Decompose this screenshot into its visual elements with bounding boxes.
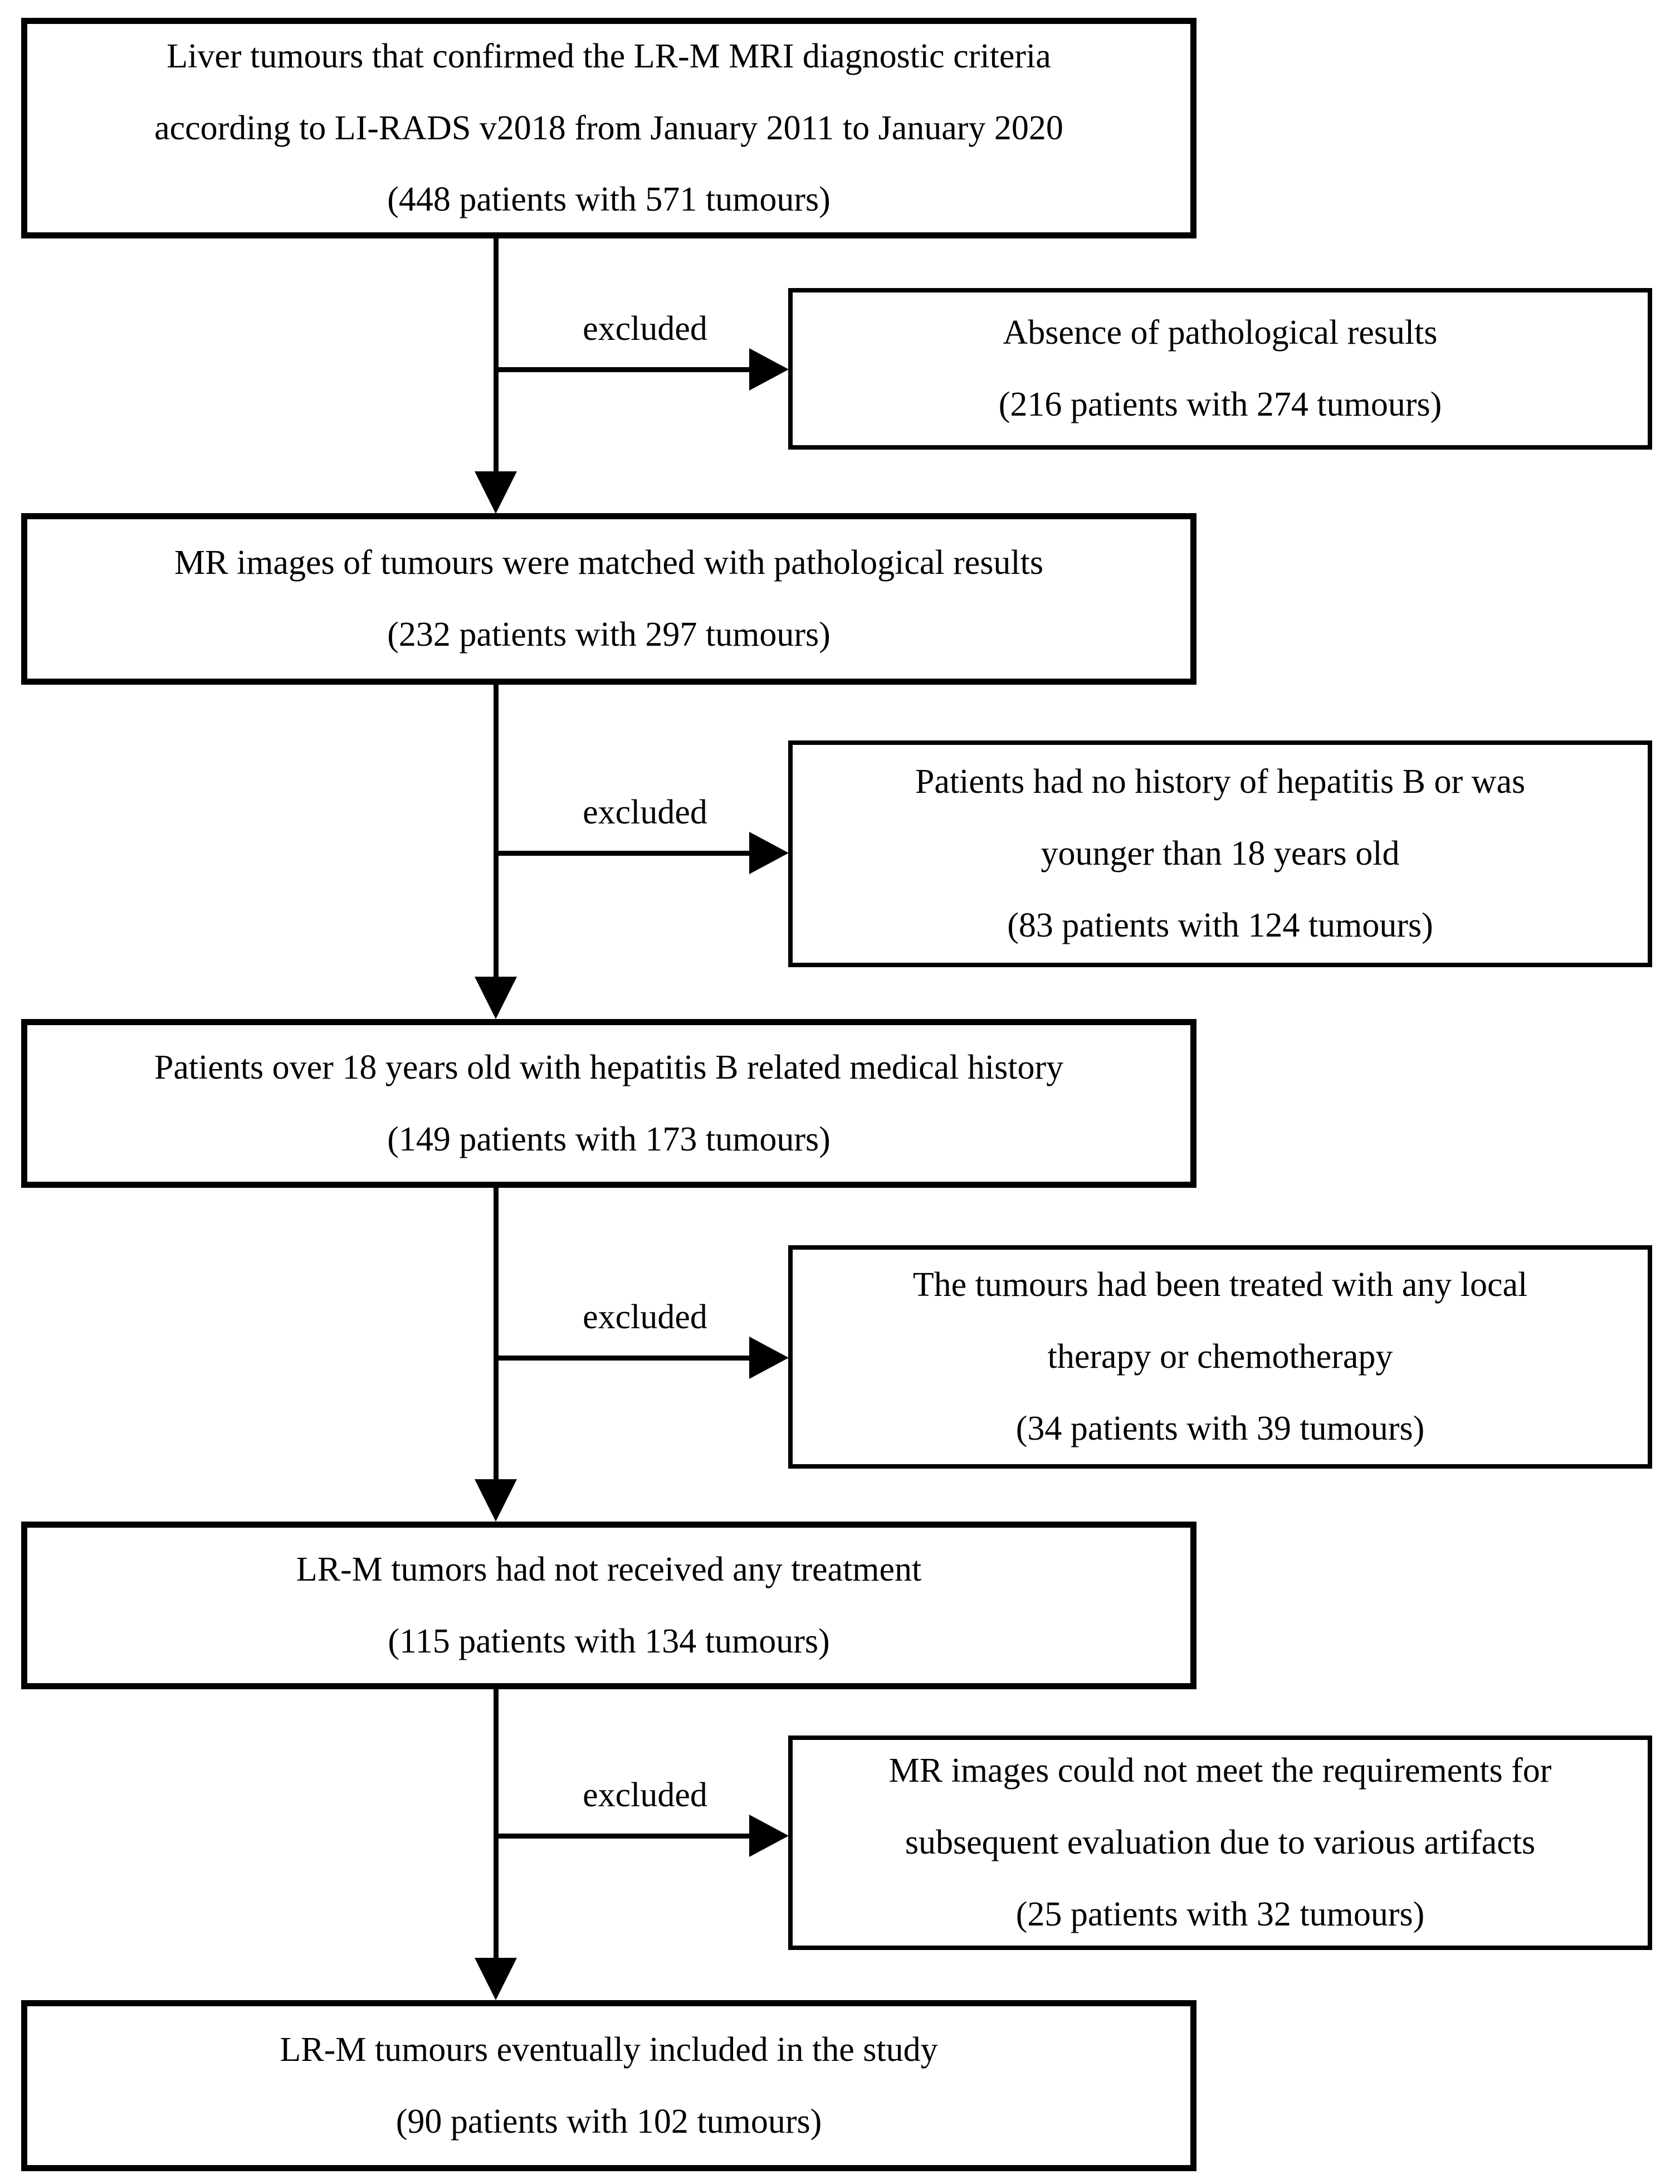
excluded-label: excluded [583,1776,707,1814]
main-box-untreated-tumors: LR-M tumors had not received any treatme… [21,1522,1196,1689]
flow-line-horizontal [496,367,749,372]
arrowhead-down-icon [475,1958,517,2000]
box-line: Patients had no history of hepatitis B o… [915,763,1526,801]
box-line: according to LI-RADS v2018 from January … [154,109,1063,147]
arrowhead-right-icon [749,832,789,874]
excluded-label: excluded [583,1298,707,1336]
box-line: Absence of pathological results [1003,314,1438,352]
flow-line-vertical [494,238,499,475]
flow-line-vertical [494,1689,499,1958]
box-line: Patients over 18 years old with hepatiti… [154,1048,1064,1086]
box-line: subsequent evaluation due to various art… [905,1824,1536,1862]
main-box-final-cohort: LR-M tumours eventually included in the … [21,2000,1196,2171]
box-line: (115 patients with 134 tumours) [388,1622,830,1660]
flow-line-horizontal [496,851,749,856]
box-line: younger than 18 years old [1041,835,1400,873]
box-line: (448 patients with 571 tumours) [387,181,831,219]
box-line: (216 patients with 274 tumours) [998,386,1442,423]
arrowhead-right-icon [749,1815,789,1857]
flow-line-horizontal [496,1356,749,1361]
box-line: LR-M tumors had not received any treatme… [296,1550,922,1588]
box-line: (25 patients with 32 tumours) [1015,1895,1425,1933]
box-line: MR images of tumours were matched with p… [174,544,1043,582]
box-line: (149 patients with 173 tumours) [387,1120,831,1158]
box-line: (34 patients with 39 tumours) [1015,1409,1425,1447]
arrowhead-right-icon [749,1337,789,1379]
flow-line-horizontal [496,1834,749,1839]
side-box-excluded-image-artifacts: MR images could not meet the requirement… [788,1736,1652,1950]
side-box-excluded-no-pathology: Absence of pathological results (216 pat… [788,288,1652,450]
side-box-excluded-no-hepatitis: Patients had no history of hepatitis B o… [788,740,1652,967]
flow-line-vertical [494,1188,499,1480]
main-box-matched-pathology: MR images of tumours were matched with p… [21,513,1196,685]
main-box-adult-hepatitis-b: Patients over 18 years old with hepatiti… [21,1019,1196,1188]
box-line: (90 patients with 102 tumours) [395,2102,822,2141]
main-box-initial-cohort: Liver tumours that confirmed the LR-M MR… [21,18,1196,238]
box-line: LR-M tumours eventually included in the … [280,2030,938,2069]
box-line: therapy or chemotherapy [1047,1338,1393,1376]
arrowhead-down-icon [475,1479,517,1522]
box-line: Liver tumours that confirmed the LR-M MR… [167,37,1051,75]
excluded-label: excluded [583,793,707,831]
arrowhead-right-icon [749,348,789,391]
arrowhead-down-icon [475,977,517,1019]
excluded-label: excluded [583,310,707,348]
flow-line-vertical [494,685,499,977]
box-line: (83 patients with 124 tumours) [1007,906,1433,944]
box-line: MR images could not meet the requirement… [888,1752,1552,1790]
box-line: (232 patients with 297 tumours) [387,616,831,654]
arrowhead-down-icon [475,471,517,514]
side-box-excluded-prior-treatment: The tumours had been treated with any lo… [788,1245,1652,1469]
box-line: The tumours had been treated with any lo… [912,1266,1528,1304]
